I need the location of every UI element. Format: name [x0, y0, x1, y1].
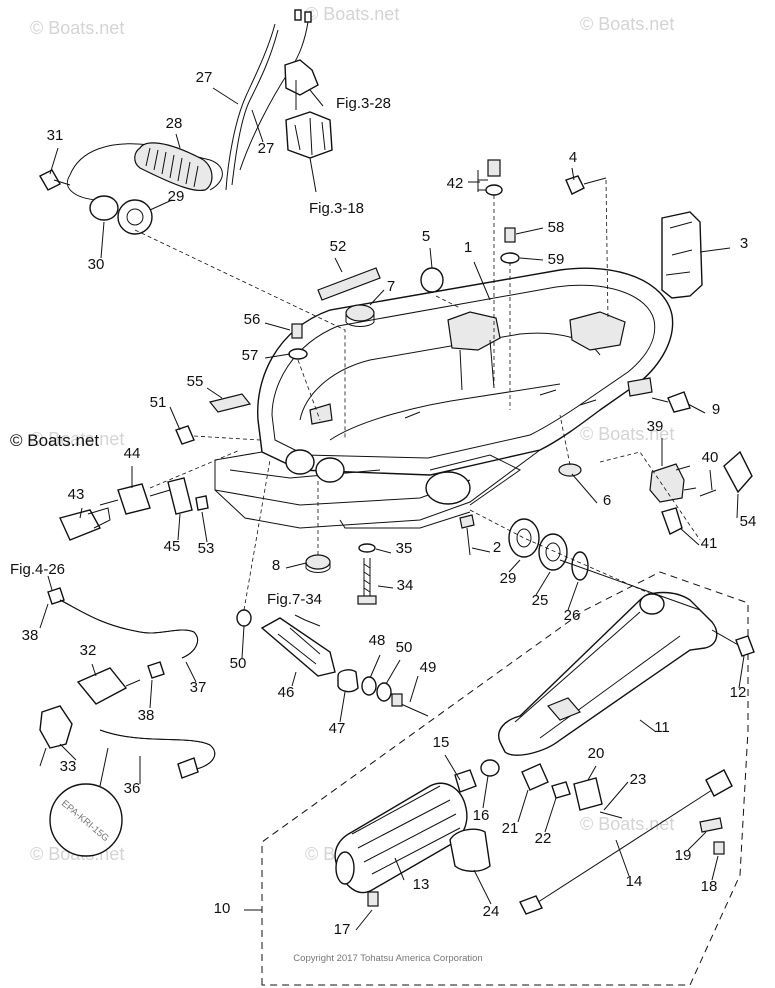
center-bottom-parts: [305, 480, 475, 605]
part-number-p54[interactable]: 54: [740, 513, 757, 530]
part-number-p29a[interactable]: 29: [168, 188, 185, 205]
part-number-p33[interactable]: 33: [60, 758, 77, 775]
part-number-p56[interactable]: 56: [244, 311, 261, 328]
part-number-p46[interactable]: 46: [278, 684, 295, 701]
part-number-p24[interactable]: 24: [483, 903, 500, 920]
part-number-p12[interactable]: 12: [730, 684, 747, 701]
part-number-p13[interactable]: 13: [413, 876, 430, 893]
part-number-p5[interactable]: 5: [422, 228, 430, 245]
part-number-p6[interactable]: 6: [603, 492, 611, 509]
part-number-p29b[interactable]: 29: [500, 570, 517, 587]
part-number-p57[interactable]: 57: [242, 347, 259, 364]
ref-fig-4-26[interactable]: Fig.4-26: [10, 561, 65, 578]
left-side-parts: [59, 323, 321, 541]
part-number-p25[interactable]: 25: [532, 592, 549, 609]
part-number-p17[interactable]: 17: [334, 921, 351, 938]
part-number-p41[interactable]: 41: [701, 535, 718, 552]
part-number-p15[interactable]: 15: [433, 734, 450, 751]
watermark-text: © Boats.net: [580, 424, 674, 444]
part-number-p30[interactable]: 30: [88, 256, 105, 273]
part-number-p23[interactable]: 23: [630, 771, 647, 788]
part-number-p43[interactable]: 43: [68, 486, 85, 503]
part-number-p20[interactable]: 20: [588, 745, 605, 762]
part-number-p47[interactable]: 47: [329, 720, 346, 737]
part-number-p53[interactable]: 53: [198, 540, 215, 557]
tiller-kit-boundary: [261, 571, 749, 986]
part-number-p26[interactable]: 26: [564, 607, 581, 624]
part-number-p36[interactable]: 36: [124, 780, 141, 797]
throttle-grip: [334, 759, 623, 907]
part-number-p10[interactable]: 10: [214, 900, 231, 917]
part-number-p2[interactable]: 2: [493, 539, 501, 556]
part-number-p16[interactable]: 16: [473, 807, 490, 824]
part-number-p34[interactable]: 34: [397, 577, 414, 594]
ref-fig-3-28[interactable]: Fig.3-28: [336, 95, 391, 112]
part-number-p32[interactable]: 32: [80, 642, 97, 659]
part-number-p45[interactable]: 45: [164, 538, 181, 555]
part-number-p19[interactable]: 19: [675, 847, 692, 864]
part-number-p27b[interactable]: 27: [258, 140, 275, 157]
part-number-p11[interactable]: 11: [654, 719, 670, 736]
watermark-label: © Boats.net: [10, 431, 99, 450]
throttle-rod: [519, 559, 733, 915]
top-right-parts: [317, 159, 703, 410]
part-number-p8[interactable]: 8: [272, 557, 280, 574]
part-number-p22[interactable]: 22: [535, 830, 552, 847]
fuel-hose-group: EPA-KRI-15G: [39, 587, 216, 857]
part-number-p58[interactable]: 58: [548, 219, 565, 236]
part-number-p28[interactable]: 28: [166, 115, 183, 132]
part-number-p38a[interactable]: 38: [22, 627, 39, 644]
part-number-p31[interactable]: 31: [47, 127, 64, 144]
tiller-arm: [498, 591, 755, 756]
part-number-p27a[interactable]: 27: [196, 69, 213, 86]
part-number-p14[interactable]: 14: [626, 873, 643, 890]
ref-fig-7-34[interactable]: Fig.7-34: [267, 591, 322, 608]
part-number-p21[interactable]: 21: [502, 820, 519, 837]
cable-grommet-group: [39, 142, 346, 440]
lower-cowl: [214, 267, 674, 529]
part-number-p37[interactable]: 37: [190, 679, 207, 696]
part-number-p49[interactable]: 49: [420, 659, 437, 676]
wire-harness: [225, 9, 333, 191]
right-side-parts: [558, 391, 753, 541]
part-number-p3[interactable]: 3: [740, 235, 748, 252]
part-number-p9[interactable]: 9: [712, 401, 720, 418]
part-number-p4[interactable]: 4: [569, 149, 577, 166]
copyright-notice: Copyright 2017 Tohatsu America Corporati…: [293, 953, 482, 964]
part-number-p39[interactable]: 39: [647, 418, 664, 435]
part-number-p55[interactable]: 55: [187, 373, 204, 390]
watermark-text: © Boats.net: [580, 14, 674, 34]
part-number-p35[interactable]: 35: [396, 540, 413, 557]
part-number-p50a[interactable]: 50: [230, 655, 247, 672]
leader-lines: [39, 87, 745, 931]
part-number-p40[interactable]: 40: [702, 449, 719, 466]
watermark-text: © Boats.net: [30, 18, 124, 38]
watermark-text: © Boats.net: [580, 814, 674, 834]
part-number-p48[interactable]: 48: [369, 632, 386, 649]
watermark-text: © Boats.net: [305, 4, 399, 24]
part-number-p51[interactable]: 51: [150, 394, 167, 411]
part-number-p52[interactable]: 52: [330, 238, 347, 255]
part-number-p50b[interactable]: 50: [396, 639, 413, 656]
part-number-p1[interactable]: 1: [464, 239, 472, 256]
watermark-text: © Boats.net: [30, 429, 124, 449]
part-number-p44[interactable]: 44: [124, 445, 141, 462]
part-number-p7[interactable]: 7: [387, 278, 395, 295]
ref-fig-3-18[interactable]: Fig.3-18: [309, 200, 364, 217]
part-number-p42[interactable]: 42: [447, 175, 464, 192]
tiller-rings: [469, 509, 661, 599]
part-number-p18[interactable]: 18: [701, 878, 718, 895]
bracket-group: [236, 459, 429, 717]
part-number-p38b[interactable]: 38: [138, 707, 155, 724]
part-number-p59[interactable]: 59: [548, 251, 565, 268]
